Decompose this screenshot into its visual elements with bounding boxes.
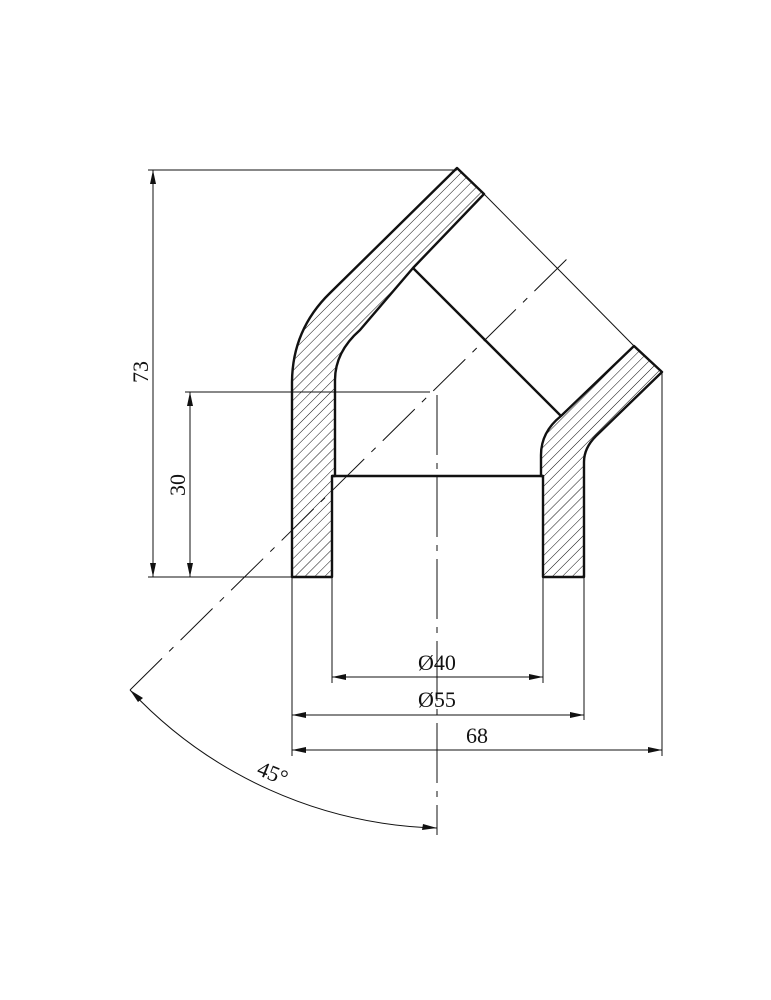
- centerline-diagonal: [129, 257, 569, 691]
- top-end-line: [483, 193, 635, 347]
- socket-top-line: [412, 267, 562, 417]
- construction-lines: [129, 169, 663, 835]
- right-wall-section: [539, 344, 664, 579]
- dim-text-d40: Ø40: [418, 650, 456, 675]
- arrowheads: [130, 170, 662, 830]
- dim-text-73: 73: [128, 361, 153, 383]
- dim-arc-45: [129, 689, 438, 829]
- dim-text-d55: Ø55: [418, 687, 456, 712]
- dim-text-30: 30: [165, 474, 190, 496]
- fitting-section: [290, 166, 664, 579]
- left-wall-section: [290, 166, 486, 579]
- dim-text-68: 68: [466, 723, 488, 748]
